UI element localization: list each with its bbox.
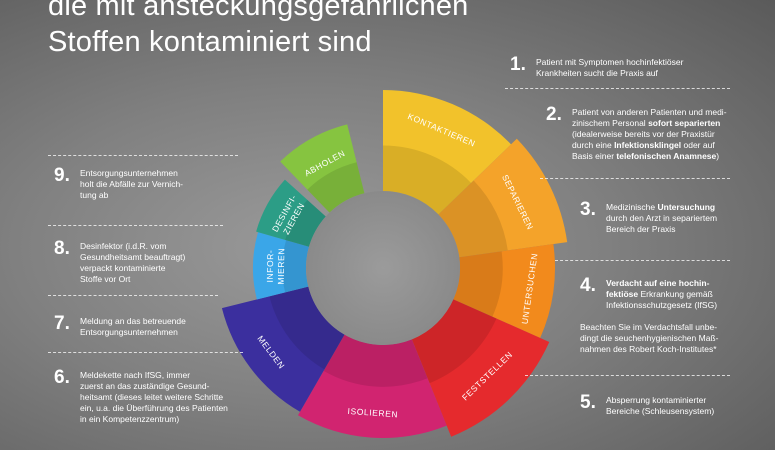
ring-center: [306, 191, 460, 345]
step-2-text: durch eine: [572, 140, 615, 150]
ring-segment-shade: [323, 334, 428, 387]
guide-line: [48, 352, 243, 353]
step-2-line: durch eine Infektionsklingel oder auf: [572, 140, 727, 151]
step-4-bold: fektiöse: [606, 289, 639, 299]
step-4-text: Erkrankung gemäß: [638, 289, 713, 299]
step-4-note-line: dingt die seuchenhygienischen Maß-: [580, 333, 719, 343]
step-5-line: Absperrung kontaminierter: [606, 395, 707, 405]
step-1-line: Krankheiten sucht die Praxis auf: [536, 68, 658, 78]
ring-segment: [453, 244, 555, 338]
ring-segment: [383, 90, 512, 215]
step-3-line: Medizinische Untersuchung: [606, 202, 717, 213]
step-number: 5.: [580, 392, 596, 413]
guide-line: [540, 178, 730, 179]
step-2-line: Basis einer telefonischen Anamnese): [572, 151, 727, 162]
ring-segment: [256, 179, 326, 247]
step-6-line: zuerst an das zuständige Gesund-: [80, 381, 210, 391]
title-line-2: Stoffen kontaminiert sind: [48, 26, 372, 58]
step-number: 3.: [580, 199, 596, 220]
step-number: 8.: [54, 238, 70, 259]
ring-segment: [221, 286, 345, 412]
ring-segment: [252, 232, 309, 300]
ring-segment: [411, 299, 550, 437]
step-8-line: Stoffe vor Ort: [80, 274, 131, 284]
step-number: 2.: [546, 104, 562, 125]
step-4-line: fektiöse Erkrankung gemäß: [606, 289, 717, 300]
ring-segment-shade: [285, 199, 326, 247]
guide-line: [48, 225, 223, 226]
step-8-line: verpackt kontaminierte: [80, 263, 166, 273]
step-7-line: Entsorgungsunternehmen: [80, 327, 178, 337]
step-2-bold: telefonischen Anamnese: [616, 151, 717, 161]
step-2-text: Basis einer: [572, 151, 617, 161]
guide-line: [48, 295, 218, 296]
ring-segment: [298, 334, 447, 439]
step-number: 6.: [54, 367, 70, 388]
step-2-bold: Infektionsklingel: [614, 140, 682, 150]
step-2-bold: sofort separierten: [648, 118, 721, 128]
segment-label: ISOLIEREN: [347, 406, 398, 420]
step-6-line: in ein Kompetenzzentrum): [80, 414, 180, 424]
page-title: die mit ansteckungsgefährlichen Stoffen …: [48, 0, 568, 60]
step-4-bold: Verdacht auf eine hochin-: [606, 278, 710, 288]
ring-segment-shade: [411, 299, 497, 384]
step-3-bold: Untersuchung: [657, 202, 716, 212]
step-7-line: Meldung an das betreuende: [80, 316, 186, 326]
ring-segment-shade: [383, 145, 472, 215]
step-6-line: heitsamt (dieses leitet weitere Schritte: [80, 392, 224, 402]
ring-segment-shade: [438, 180, 508, 258]
step-1-line: Patient mit Symptomen hochinfektiöser: [536, 57, 684, 67]
title-line-1: die mit ansteckungsgefährlichen: [48, 0, 469, 22]
step-2-text: oder auf: [681, 140, 715, 150]
guide-line: [525, 375, 730, 376]
ring-segment-shade: [282, 240, 309, 293]
ring-segment-shade: [269, 286, 345, 370]
step-2-text: zinischem Personal: [572, 118, 649, 128]
guide-line: [505, 88, 730, 89]
step-4-note-line: Beachten Sie im Verdachtsfall unbe-: [580, 322, 718, 332]
guide-line: [48, 155, 238, 156]
step-3-line: durch den Arzt in separiertem: [606, 213, 718, 223]
segment-label: INFOR-MIEREN: [265, 248, 287, 285]
step-4-line: Infektionsschutzgesetz (IfSG): [606, 300, 718, 310]
step-6-line: ein, u.a. die Überführung des Patienten: [80, 403, 228, 413]
step-number: 7.: [54, 313, 70, 334]
step-number: 1.: [510, 54, 526, 75]
step-8-line: Desinfektor (i.d.R. vom: [80, 241, 167, 251]
ring-segment-shade: [307, 162, 365, 213]
step-9-line: Entsorgungsunternehmen: [80, 168, 178, 178]
step-3-line: Bereich der Praxis: [606, 224, 676, 234]
step-2-line: Patient von anderen Patienten und medi-: [572, 107, 727, 117]
step-2-line: (idealerweise bereits vor der Praxistür: [572, 129, 715, 139]
step-9-line: holt die Abfälle zur Vernich-: [80, 179, 184, 189]
step-2-text: ): [716, 151, 720, 161]
step-8-line: Gesundheitsamt beauftragt): [80, 252, 186, 262]
step-9-line: tung ab: [80, 190, 109, 200]
step-number: 4.: [580, 275, 596, 296]
step-3-text: Medizinische: [606, 202, 658, 212]
segment-label-part: MIEREN: [276, 248, 287, 285]
segment-label-part: INFOR-: [265, 250, 276, 283]
step-2-line: zinischem Personal sofort separierten: [572, 118, 727, 129]
step-6-line: Meldekette nach IfSG, immer: [80, 370, 191, 380]
step-4-note-line: nahmen des Robert Koch-Institutes*: [580, 344, 717, 354]
guide-line: [555, 260, 730, 261]
step-number: 9.: [54, 165, 70, 186]
step-5-line: Bereiche (Schleusensystem): [606, 406, 715, 416]
ring-segment: [280, 124, 365, 213]
ring-segment-shade: [453, 251, 503, 317]
ring-segment: [438, 138, 568, 258]
